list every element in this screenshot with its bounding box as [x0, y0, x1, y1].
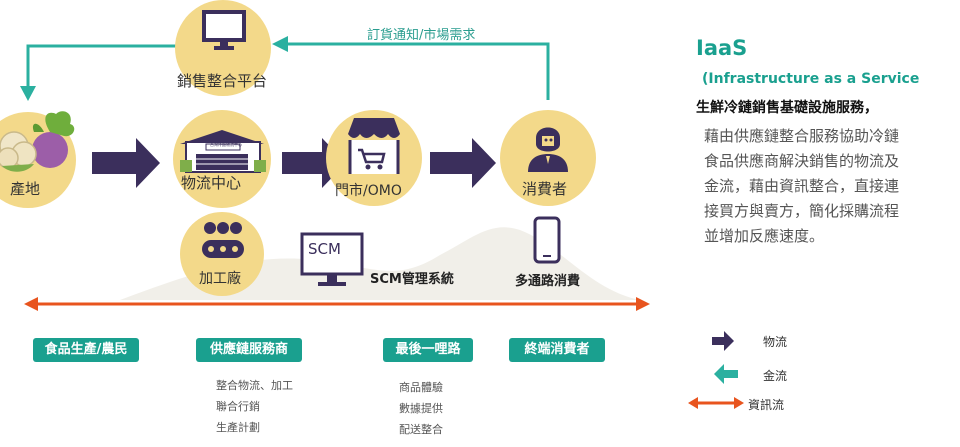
- iaas-heading: 生鮮冷鏈銷售基礎設施服務，: [696, 100, 878, 116]
- person-icon: [528, 127, 568, 172]
- description-line: 食品供應商解決銷售的物流及: [704, 152, 900, 170]
- iaas-subtitle: (Infrastructure as a Service: [702, 71, 920, 87]
- conveyor-icon: [202, 222, 244, 258]
- iaas-description: 藉由供應鏈整合服務協助冷鏈 食品供應商解決銷售的物流及 金流，藉由資訊整合，直接…: [704, 124, 899, 249]
- legend-cashflow-arrow-icon: [714, 364, 738, 384]
- list-item: 聯合行銷: [216, 400, 260, 413]
- origin-label: 產地: [10, 180, 41, 198]
- logistics-arrow-3: [430, 138, 496, 188]
- list-item: 商品體驗: [399, 381, 443, 394]
- legend-logistics-label: 物流: [763, 335, 788, 349]
- processing-plant-label: 加工廠: [199, 271, 241, 287]
- list-item: 配送整合: [399, 423, 443, 436]
- info-flow-arrow: [24, 297, 650, 311]
- description-line: 並增加反應速度。: [704, 227, 825, 245]
- stage-end-consumers: 終端消費者: [509, 338, 605, 362]
- store-label: 門市/OMO: [335, 183, 402, 199]
- feedback-label: 訂貨通知/市場需求: [367, 28, 476, 43]
- scm-icon-text: SCM: [308, 240, 341, 258]
- stage-supply-chain-services: 供應鏈服務商: [196, 338, 302, 362]
- description-line: 接買方與賣方，簡化採購流程: [704, 202, 900, 220]
- stage-producers: 食品生產/農民: [33, 338, 139, 362]
- scm-monitor-icon: [300, 232, 364, 286]
- multichannel-label: 多通路消費: [515, 274, 581, 289]
- monitor-icon: [202, 10, 246, 50]
- building-sign: 台灣冷鏈物流中心: [210, 142, 242, 147]
- last-mile-list: 商品體驗 數據提供 配送整合: [399, 377, 443, 440]
- description-line: 藉由供應鏈整合服務協助冷鏈: [704, 127, 900, 145]
- list-item: 生產計劃: [216, 421, 260, 434]
- sales-platform-label: 銷售整合平台: [177, 72, 268, 90]
- legend-logistics-arrow-icon: [712, 331, 734, 351]
- scm-system-label: SCM管理系統: [370, 272, 454, 287]
- logistics-center-label: 物流中心: [181, 174, 242, 192]
- legend-cashflow-label: 金流: [763, 369, 788, 383]
- vegetables-icon: [0, 111, 75, 172]
- smartphone-icon: [533, 216, 561, 264]
- consumer-label: 消費者: [522, 180, 568, 198]
- storefront-icon: [348, 118, 400, 174]
- list-item: 數據提供: [399, 402, 443, 415]
- legend-infoflow-label: 資訊流: [748, 398, 785, 412]
- supply-chain-services-list: 整合物流、加工 聯合行銷 生產計劃: [216, 375, 293, 438]
- stage-last-mile: 最後一哩路: [383, 338, 473, 362]
- warehouse-icon: [180, 130, 266, 173]
- list-item: 整合物流、加工: [216, 379, 293, 392]
- iaas-title: IaaS: [696, 36, 748, 60]
- logistics-arrow-1: [92, 138, 160, 188]
- legend-infoflow-arrow-icon: [688, 397, 744, 409]
- description-line: 金流，藉由資訊整合，直接連: [704, 177, 900, 195]
